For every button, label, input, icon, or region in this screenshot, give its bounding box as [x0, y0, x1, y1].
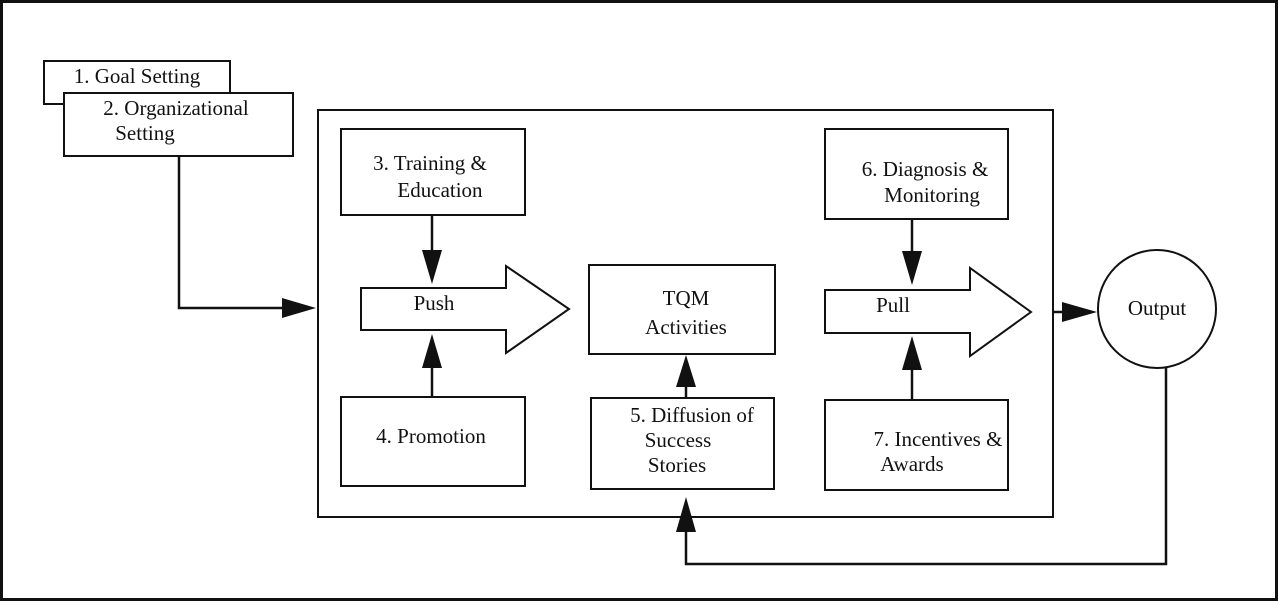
diffusion-line-3: Stories [648, 453, 706, 477]
tqm-activities-box [588, 264, 776, 355]
organizational-setting-line-1: 2. Organizational [103, 96, 249, 120]
diagnosis-monitoring-box [824, 128, 1009, 220]
arrowhead-diffusion [676, 355, 696, 387]
incentives-awards-line-1: 7. Incentives & [874, 427, 1003, 451]
output-label: Output [1128, 296, 1187, 320]
pull-label: Pull [876, 293, 910, 317]
arrowhead-training [422, 250, 442, 284]
diffusion-box [590, 397, 775, 490]
arrowhead-feedback [676, 497, 696, 532]
tqm-line-1: TQM [663, 286, 710, 310]
arrowhead-output [1062, 302, 1097, 322]
incentives-awards-box [824, 399, 1009, 491]
diffusion-line-2: Success [645, 428, 712, 452]
promotion-label: 4. Promotion [376, 424, 486, 448]
diagnosis-monitoring-line-1: 6. Diagnosis & [862, 157, 989, 181]
arrowhead-promotion [422, 334, 442, 368]
output-circle [1097, 249, 1217, 369]
diagnosis-monitoring-line-2: Monitoring [884, 183, 980, 207]
goal-setting-label: 1. Goal Setting [74, 64, 201, 88]
diffusion-line-1: 5. Diffusion of [630, 403, 754, 427]
training-education-line-2: Education [397, 178, 483, 202]
arrowhead-diagnosis [902, 251, 922, 285]
push-arrow [360, 264, 571, 355]
arrowhead-incentives [902, 336, 922, 370]
arrowhead-setting [282, 298, 316, 318]
tqm-line-2: Activities [645, 315, 727, 339]
promotion-box [340, 396, 526, 487]
feedback-loop [684, 368, 1168, 566]
connector-setting-to-enclosure [177, 156, 286, 310]
pull-arrow [824, 266, 1033, 358]
training-education-line-1: 3. Training & [373, 151, 487, 175]
organizational-setting-line-2: Setting [115, 121, 175, 145]
organizational-setting-box [63, 92, 294, 157]
push-label: Push [414, 291, 455, 315]
incentives-awards-line-2: Awards [880, 452, 943, 476]
training-education-box [340, 128, 526, 216]
